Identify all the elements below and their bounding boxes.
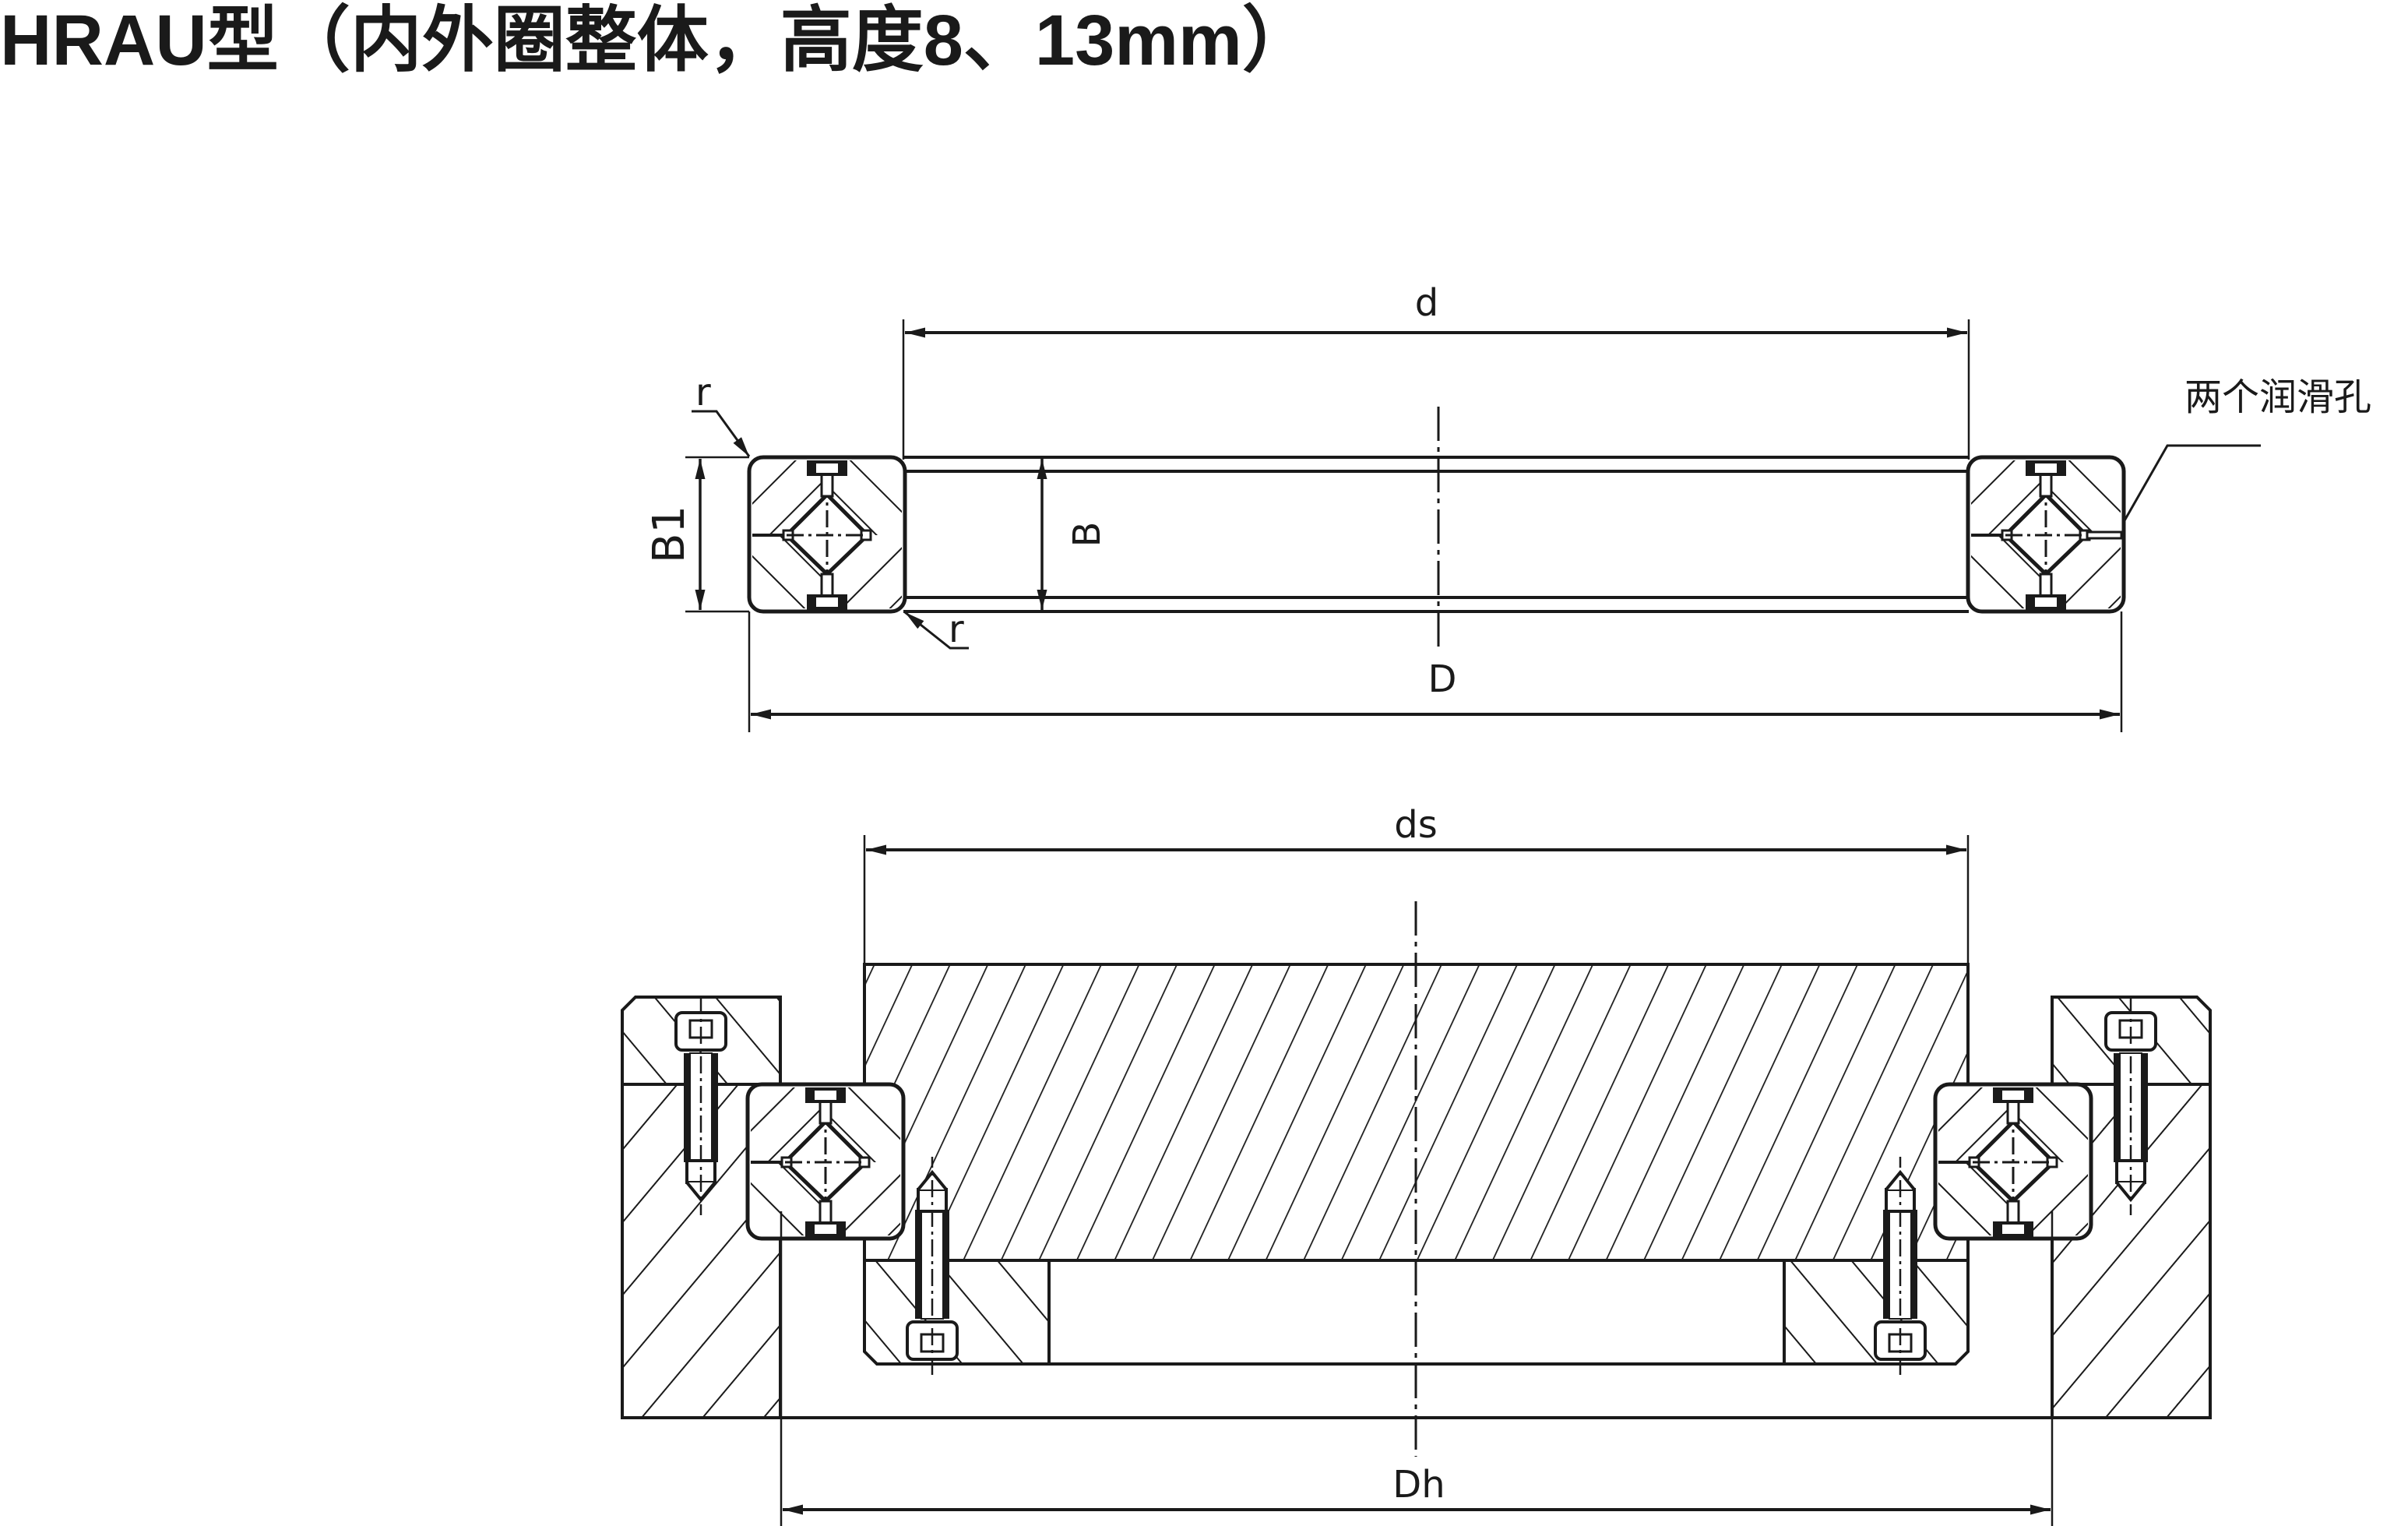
dim-Dh-label: Dh [1392,1463,1445,1507]
lubrication-holes-note: 两个润滑孔 [2184,375,2372,419]
lower-right-bearing [1935,1084,2091,1239]
dim-B1-label: B1 [644,506,695,563]
left-bearing-section [749,457,905,611]
lower-left-bearing [748,1084,903,1239]
lubrication-leader [2122,444,2261,523]
upper-view: d B B1 r r D [644,281,2261,732]
page-title: HRAU型（内外圈整体，高度8、13mm） [0,1,1314,80]
dim-D-label: D [1428,657,1457,701]
dim-d-label: d [1415,281,1438,325]
lower-view: ds Dh [621,803,2212,1526]
dim-ds-label: ds [1394,803,1437,847]
r-label-top: r [695,371,711,414]
dim-B-label: B [1065,522,1109,548]
r-label-bottom: r [949,608,964,651]
